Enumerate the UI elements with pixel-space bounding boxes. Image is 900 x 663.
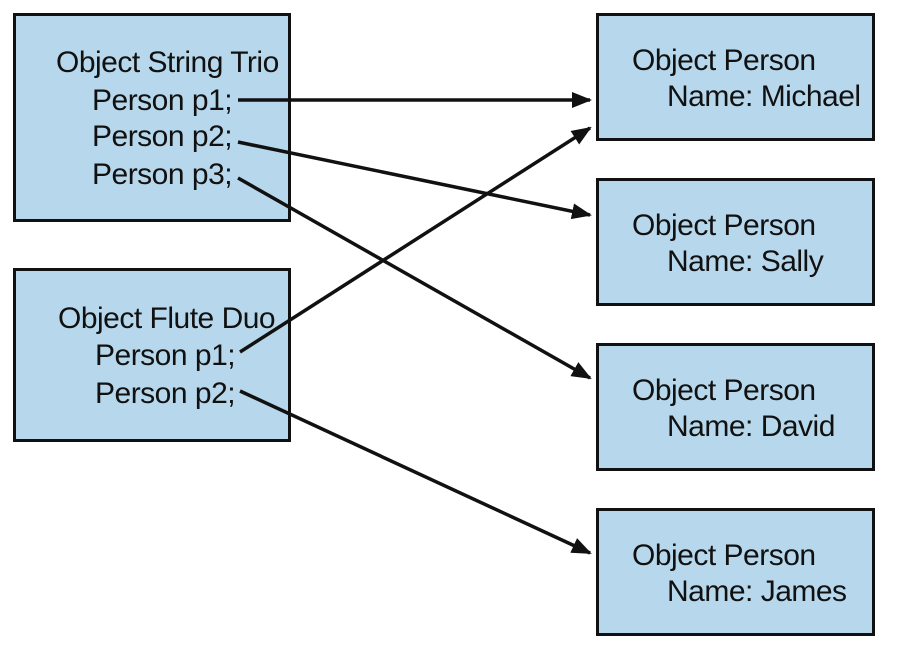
person-object-david: Object Person Name: David <box>596 343 875 471</box>
flute-duo-object-box: Object Flute Duo Person p1; Person p2; <box>13 268 291 442</box>
person-name-david: Name: David <box>667 410 835 443</box>
arrow-string-trio-p2-to-sally <box>237 140 592 220</box>
person-title: Object Person <box>632 209 816 242</box>
person-name-james: Name: James <box>667 575 847 608</box>
person-title: Object Person <box>632 539 816 572</box>
arrow-flute-duo-p2-to-james <box>239 389 592 555</box>
flute-duo-field-p2: Person p2; <box>95 377 236 410</box>
person-object-james: Object Person Name: James <box>596 508 875 636</box>
arrow-string-trio-p3-to-david <box>237 176 592 380</box>
person-name-michael: Name: Michael <box>667 80 861 113</box>
flute-duo-title: Object Flute Duo <box>58 302 276 335</box>
person-object-sally: Object Person Name: Sally <box>596 178 875 306</box>
person-title: Object Person <box>632 374 816 407</box>
person-name-sally: Name: Sally <box>667 245 824 278</box>
person-title: Object Person <box>632 44 816 77</box>
arrow-flute-duo-p1-to-michael <box>239 126 592 354</box>
string-trio-field-p3: Person p3; <box>92 158 233 191</box>
string-trio-field-p1: Person p1; <box>92 84 233 117</box>
person-object-michael: Object Person Name: Michael <box>596 13 875 141</box>
string-trio-field-p2: Person p2; <box>92 120 233 153</box>
string-trio-object-box: Object String Trio Person p1; Person p2;… <box>13 13 291 222</box>
string-trio-title: Object String Trio <box>56 46 279 79</box>
flute-duo-field-p1: Person p1; <box>95 339 236 372</box>
